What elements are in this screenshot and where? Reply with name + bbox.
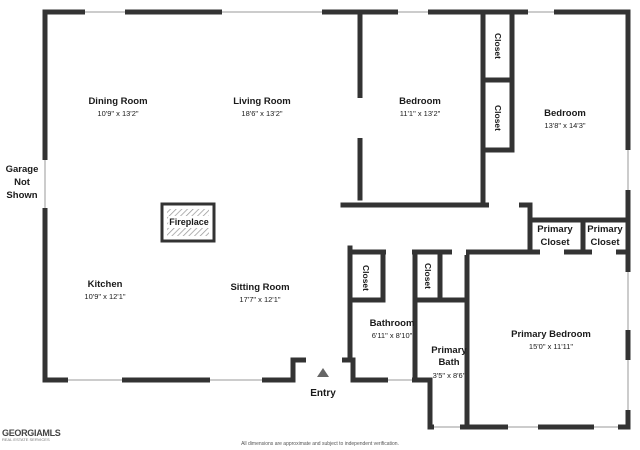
garage-note-1: Garage xyxy=(5,164,39,175)
room-bedroom1-name: Bedroom xyxy=(399,96,441,107)
logo-main-text: GEORGIAMLS xyxy=(2,428,61,438)
fireplace-label: Fireplace xyxy=(168,216,210,228)
disclaimer: All dimensions are approximate and subje… xyxy=(241,441,399,447)
room-dining-name: Dining Room xyxy=(88,96,148,107)
primary-closet-1-line1: Primary xyxy=(537,224,573,235)
room-primary-bath-name-1: Primary xyxy=(431,345,467,356)
closet-label: Closet xyxy=(423,263,433,289)
room-primary-bedroom-dims: 15'0" x 11'11" xyxy=(528,342,574,351)
walls xyxy=(42,9,631,430)
closet-label: Closet xyxy=(361,265,371,291)
room-kitchen-dims: 10'9" x 12'1" xyxy=(84,292,126,301)
primary-closet-1-line2: Closet xyxy=(540,237,570,248)
room-sitting-dims: 17'7" x 12'1" xyxy=(239,295,281,304)
garage-note-3: Shown xyxy=(6,190,38,201)
wall-primary-bath xyxy=(427,249,470,430)
wall-closet-a xyxy=(347,249,386,303)
room-bathroom-name: Bathroom xyxy=(369,318,415,329)
room-primary-bedroom-name: Primary Bedroom xyxy=(511,329,591,340)
wall-bedroom2-bottom xyxy=(480,195,631,223)
room-bathroom-dims: 6'11" x 8'10" xyxy=(371,331,413,340)
primary-closet-2-line1: Primary xyxy=(587,224,623,235)
room-primary-bath-name-2: Bath xyxy=(438,357,460,368)
closet-label: Closet xyxy=(493,33,503,59)
room-kitchen-name: Kitchen xyxy=(87,279,123,290)
wall-closet-stack xyxy=(480,9,515,153)
windows xyxy=(42,9,631,430)
wall-primary-closets xyxy=(527,202,586,255)
doors xyxy=(306,98,616,363)
room-bedroom2-name: Bedroom xyxy=(544,108,586,119)
room-sitting-name: Sitting Room xyxy=(230,282,290,293)
room-primary-bath-dims: 3'5" x 8'6" xyxy=(432,371,466,380)
georgia-mls-logo: GEORGIAMLS REAL ESTATE SERVICES xyxy=(2,428,61,442)
logo-sub-text: REAL ESTATE SERVICES xyxy=(2,437,50,442)
room-living-name: Living Room xyxy=(233,96,291,107)
entry-arrow-icon xyxy=(317,368,329,377)
room-living-dims: 18'6" x 13'2" xyxy=(241,109,283,118)
closet-label: Closet xyxy=(493,105,503,131)
primary-closet-2-line2: Closet xyxy=(590,237,620,248)
room-bedroom2-dims: 13'8" x 14'3" xyxy=(544,121,586,130)
room-dining-dims: 10'9" x 13'2" xyxy=(97,109,139,118)
room-bedroom1-dims: 11'1" x 13'2" xyxy=(399,109,441,118)
entry-label: Entry xyxy=(310,388,336,399)
garage-note-2: Not xyxy=(14,177,30,188)
